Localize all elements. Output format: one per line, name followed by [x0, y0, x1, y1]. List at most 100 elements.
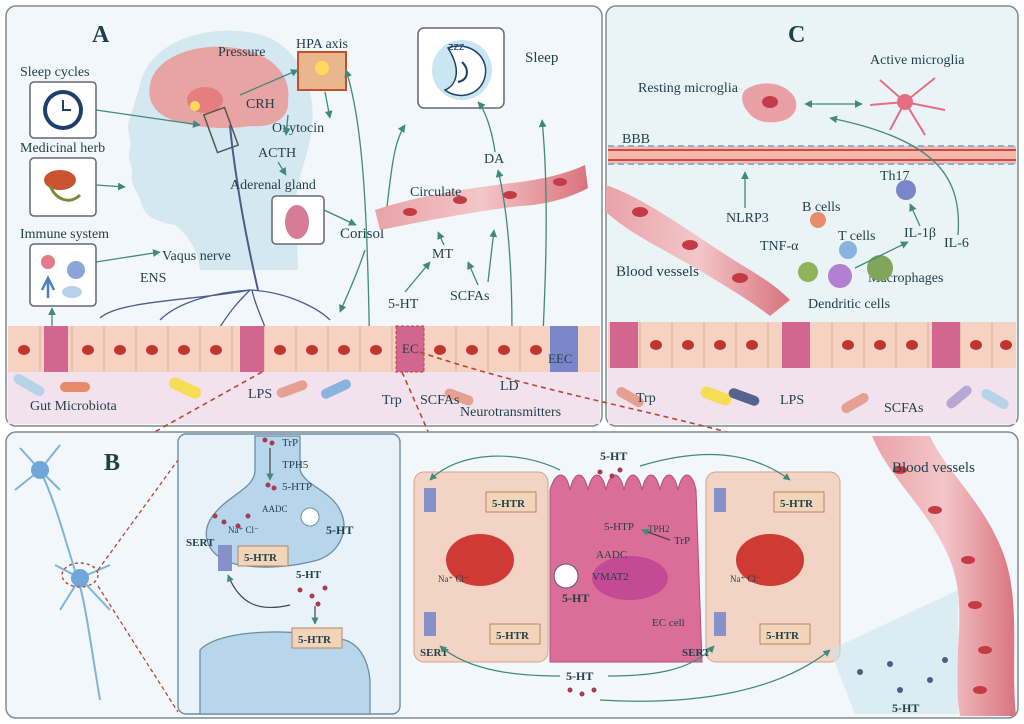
trp-label-a: Trp [382, 393, 402, 408]
htp-label: 5-HTP [282, 481, 312, 493]
trp-ec-label: TrP [674, 535, 690, 547]
adrenal-gland-label: Aderenal gland [230, 178, 316, 193]
il1b-label: IL-1β [904, 226, 936, 241]
trp-label-b: TrP [282, 437, 298, 449]
sert-transporter [218, 545, 232, 571]
sert-left-label: SERT [420, 647, 449, 659]
lps-label-a: LPS [248, 387, 272, 402]
th17-label: Th17 [880, 169, 910, 184]
tph2-label: TPH2 [648, 524, 670, 534]
ens-label: ENS [140, 271, 166, 286]
immune-cell-icon [41, 255, 55, 269]
5ht-ec-label: 5-HT [562, 591, 589, 605]
na-cl-left-label: Na⁺ Cl⁻ [438, 574, 469, 584]
b-cell [810, 212, 826, 228]
nucleus-right [736, 534, 804, 586]
svg-text:zzz: zzz [448, 41, 465, 53]
sert-right-bottom [714, 612, 726, 636]
resting-microglia-label: Resting microglia [638, 81, 739, 96]
herb-icon [44, 170, 76, 190]
crh-label: CRH [246, 97, 275, 112]
panel-b-label: B [104, 450, 120, 476]
t-cells-label: T cells [838, 229, 875, 244]
sert-left-bottom [424, 612, 436, 636]
immune-system-label: Immune system [20, 227, 109, 242]
pressure-label: Pressure [218, 45, 265, 60]
b-cells-label: B cells [802, 200, 841, 215]
aadc-label: AADC [262, 504, 288, 514]
5htr-post-label: 5-HTR [298, 634, 332, 646]
bbb-label: BBB [622, 132, 650, 147]
scfas-mid-label: SCFAs [450, 289, 489, 304]
cortisol-label: Corisol [340, 226, 384, 242]
nucleus-left [446, 534, 514, 586]
panel-b: B TrP TPH5 5-HTP AADC 5-HT Na⁺ Cl⁻ SERT … [5, 431, 1019, 719]
5htr-left-label: 5-HTR [492, 498, 526, 510]
sert-right-top [714, 488, 726, 512]
tnf-label: TNF-α [760, 239, 799, 254]
panel-c-label: C [788, 22, 805, 48]
vagus-nerve-label: Vaqus nerve [162, 249, 231, 264]
sleep-cycles-label: Sleep cycles [20, 65, 90, 80]
sleep-label: Sleep [525, 50, 558, 66]
5ht-vessel-label: 5-HT [892, 701, 919, 715]
eec-label: EEC [548, 351, 573, 366]
blood-brain-barrier [608, 145, 1016, 165]
nucleus-ec [592, 556, 668, 600]
intestinal-epithelium [8, 326, 600, 372]
vesicle [300, 507, 320, 527]
ec-cell-a [395, 325, 425, 373]
mt-label: MT [432, 247, 453, 262]
htp-ec-label: 5-HTP [604, 521, 634, 533]
neurotransmitters-label: Neurotransmitters [460, 405, 561, 420]
ld-label: LD [500, 379, 519, 394]
sert-right-label: SERT [682, 647, 711, 659]
trp-label-c: Trp [636, 391, 656, 406]
5ht-top-label: 5-HT [600, 449, 627, 463]
scfas-bottom-label: SCFAs [420, 393, 459, 408]
na-cl-label-b: Na⁺ Cl⁻ [228, 525, 259, 535]
panel-a: A Sleep cycles Medicinal herb Immune sys… [5, 5, 603, 427]
circulation-vessel [375, 165, 588, 230]
sert-label-b: SERT [186, 537, 215, 549]
dendritic-cell [828, 264, 852, 288]
macrophage-cell [867, 255, 893, 281]
5htr-right-bottom-label: 5-HTR [766, 630, 800, 642]
5ht-cleft-label: 5-HT [296, 569, 322, 581]
acth-label: ACTH [258, 146, 296, 161]
5ht-bottom-label: 5-HT [566, 669, 593, 683]
na-cl-right-label: Na⁺ Cl⁻ [730, 574, 761, 584]
tph5-label: TPH5 [282, 459, 309, 471]
5htr-pre-label: 5-HTR [244, 552, 278, 564]
lps-label-c: LPS [780, 393, 804, 408]
panel-c: C Active microglia Resting microglia BBB… [605, 5, 1019, 427]
da-label: DA [484, 152, 505, 167]
eec-cell [550, 326, 578, 372]
hpa-axis-label: HPA axis [296, 37, 348, 52]
th17-cell [896, 180, 916, 200]
dendritic-cells-label: Dendritic cells [808, 297, 890, 312]
medicinal-herb-label: Medicinal herb [20, 141, 105, 156]
blood-vessel-b [872, 436, 1016, 716]
5htr-left-bottom-label: 5-HTR [496, 630, 530, 642]
nlrp3-label: NLRP3 [726, 211, 769, 226]
brain [149, 46, 289, 129]
5ht-mid-label: 5-HT [388, 297, 419, 312]
circulate-label: Circulate [410, 185, 461, 200]
gut-microbiota-label: Gut Microbiota [30, 399, 117, 414]
aadc-ec-label: AADC [596, 549, 627, 561]
blood-vessels-label-b: Blood vessels [892, 460, 975, 476]
blood-vessels-label-c: Blood vessels [616, 264, 699, 280]
panel-a-label: A [92, 22, 110, 48]
vmat2-label: VMAT2 [592, 571, 629, 583]
il6-label: IL-6 [944, 236, 969, 251]
ec-label: EC [402, 341, 419, 356]
blood-vessel-c [606, 185, 790, 316]
sert-left-top [424, 488, 436, 512]
t-cell [839, 241, 857, 259]
scfas-label-c: SCFAs [884, 401, 923, 416]
5ht-synapse-label: 5-HT [326, 523, 353, 537]
oxytocin-label: Oxytocin [272, 121, 324, 136]
5htr-right-label: 5-HTR [780, 498, 814, 510]
